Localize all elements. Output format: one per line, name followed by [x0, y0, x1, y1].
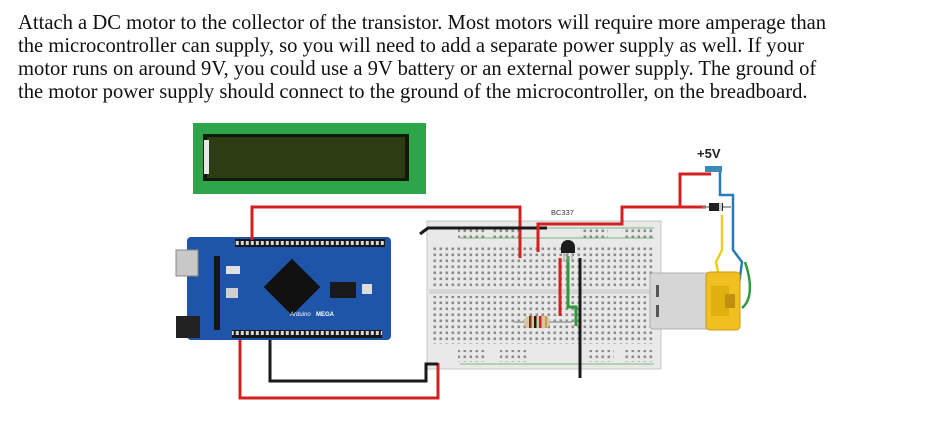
supply-connector: [705, 166, 722, 172]
crystal: [330, 282, 356, 298]
power-rail-hole-group: [622, 350, 654, 362]
power-jack: [176, 316, 200, 338]
resistor: [514, 316, 572, 328]
board-model-label: MEGA: [316, 312, 335, 318]
terminal-strip-top: [432, 246, 654, 288]
blue-wire: [718, 170, 744, 293]
board-brand-label: Arduino: [289, 312, 311, 318]
lcd-screen: [207, 137, 405, 178]
instruction-line: the microcontroller can supply, so you w…: [18, 35, 805, 57]
smd-part: [226, 266, 240, 274]
breadboard: [426, 220, 662, 370]
red-power-wire: [536, 172, 711, 252]
power-rail-hole-group: [622, 226, 654, 239]
supply-voltage-label: +5V: [697, 146, 721, 161]
center-channel: [429, 289, 657, 294]
breadboard-body: [426, 220, 662, 370]
black-ground-wire-top: [419, 226, 547, 236]
green-wire-transistor: [566, 256, 578, 326]
transistor-label: BC337: [551, 208, 574, 217]
power-rail-hole-group: [586, 350, 614, 362]
lcd-pin-header: [204, 140, 209, 174]
red-wire-bottom: [238, 340, 440, 400]
power-rail-hole-group: [458, 350, 486, 362]
arduino-mega-board: Arduino MEGA: [175, 237, 391, 340]
motor-body: [649, 272, 713, 330]
instruction-line: Attach a DC motor to the collector of th…: [18, 12, 827, 34]
red-signal-wire: [250, 205, 522, 258]
lcd-display: [193, 123, 426, 194]
instruction-line: the motor power supply should connect to…: [18, 81, 808, 103]
black-ground-wire-bottom: [268, 340, 438, 383]
green-motor-wire: [741, 261, 752, 309]
left-header: [214, 256, 220, 330]
power-rail-hole-group: [500, 350, 528, 362]
dc-motor: [649, 271, 741, 331]
usb-port: [175, 249, 199, 277]
instruction-paragraph: Attach a DC motor to the collector of th…: [18, 12, 923, 104]
wires: [238, 170, 752, 400]
instruction-line: motor runs on around 9V, you could use a…: [18, 58, 817, 80]
supply-header: [705, 166, 722, 172]
smd-part: [226, 288, 238, 298]
reset-button: [362, 284, 372, 294]
transistor: [561, 240, 575, 262]
power-rail-hole-group: [580, 226, 608, 239]
diode: [702, 203, 731, 211]
